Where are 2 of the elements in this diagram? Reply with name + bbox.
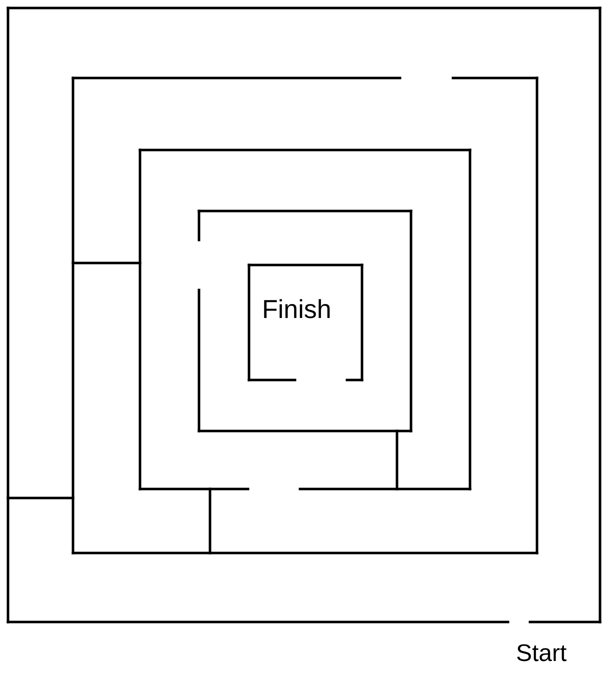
start-label: Start	[516, 642, 567, 666]
finish-label: Finish	[262, 296, 332, 322]
